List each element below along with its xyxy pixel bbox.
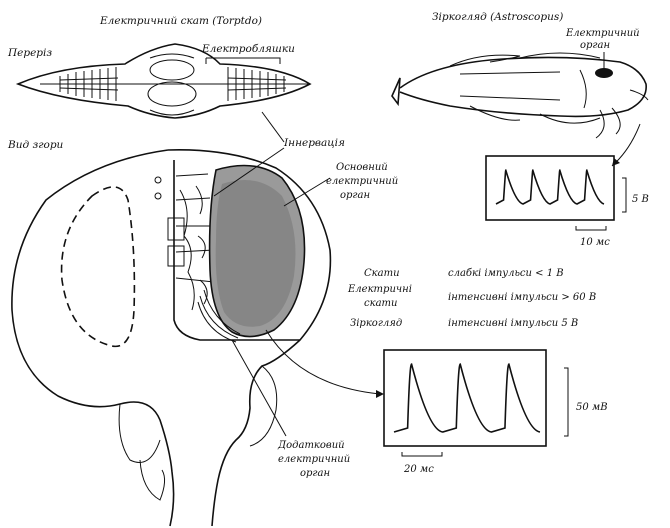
organ-trace-arrowhead: [376, 390, 384, 398]
extra-organ-label-2: електричний: [278, 454, 350, 465]
extra-organ-label-3: орган: [300, 468, 330, 479]
fish-electric-organ: [595, 68, 613, 78]
large-trace-waveform: [394, 364, 540, 432]
astroscopus-title: Зіркогляд (Astroscopus): [432, 11, 563, 23]
small-trace-waveform: [496, 170, 604, 204]
fish-trace-arrow: [612, 124, 640, 166]
extra-organ-label-1: Додатковий: [277, 440, 345, 451]
innervation-pointer-up: [262, 112, 284, 142]
electroplates-label: Електробляшки: [201, 43, 295, 55]
comparison-table: Скати слабкі імпульси < 1 В Електричні с…: [347, 268, 596, 329]
small-trace-y-label: 5 В: [632, 194, 649, 205]
small-trace-x-scale: [576, 226, 606, 230]
row1-value: слабкі імпульси < 1 В: [448, 268, 564, 279]
row3-value: інтенсивні імпульси 5 В: [448, 318, 578, 329]
row1-name: Скати: [364, 268, 400, 279]
main-organ-label-1: Основний: [336, 162, 388, 173]
astroscopus-fish: [392, 53, 648, 138]
small-trace-x-label: 10 мс: [580, 237, 610, 248]
fish-organ-label-2: орган: [580, 40, 610, 51]
fish-organ-label-1: Електричний: [565, 28, 640, 39]
row3-name: Зіркогляд: [350, 318, 402, 329]
top-view-label: Вид згори: [7, 139, 64, 151]
section-label: Переріз: [7, 47, 52, 59]
innervation-label: Іннервація: [283, 137, 345, 149]
large-trace-x-scale: [402, 452, 442, 456]
ray-cross-section: [18, 44, 310, 118]
small-trace-y-scale: [622, 178, 626, 212]
small-trace-frame: [486, 156, 614, 220]
main-electric-organ: [210, 166, 305, 337]
extra-organ-pointer: [232, 340, 286, 436]
large-trace-x-label: 20 мс: [403, 464, 434, 475]
large-trace-y-scale: [564, 368, 568, 436]
row2-name-1: Електричні: [347, 284, 412, 295]
row2-name-2: скати: [364, 298, 397, 309]
torpedo-title: Електричний скат (Torptdo): [99, 15, 262, 27]
main-organ-label-2: електричний: [326, 176, 398, 187]
large-trace-y-label: 50 мВ: [576, 402, 608, 413]
row2-value: інтенсивні імпульси > 60 В: [448, 292, 596, 303]
main-organ-label-3: орган: [340, 190, 370, 201]
